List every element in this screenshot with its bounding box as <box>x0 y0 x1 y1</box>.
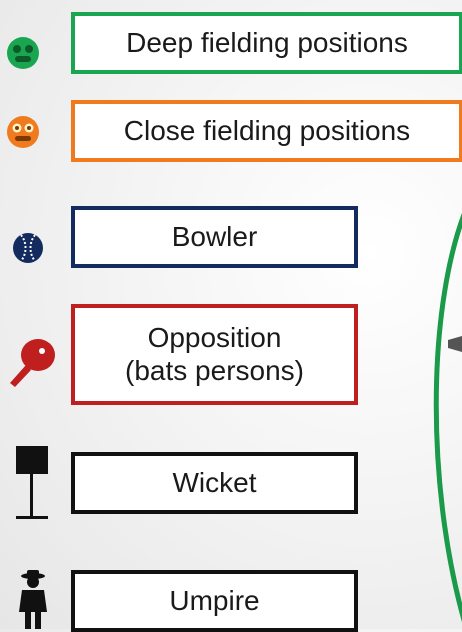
opposition-text-line2: (bats persons) <box>125 354 304 386</box>
baseball-icon <box>12 232 44 264</box>
wicket-icon <box>12 446 52 522</box>
close-fielding-label: Close fielding positions <box>71 100 462 162</box>
deep-fielding-label: Deep fielding positions <box>71 12 462 74</box>
umpire-text: Umpire <box>169 584 260 616</box>
opposition-label: Opposition (bats persons) <box>71 304 358 405</box>
wicket-text: Wicket <box>172 466 257 498</box>
wicket-label: Wicket <box>71 452 358 514</box>
bowler-text: Bowler <box>171 220 258 252</box>
umpire-icon <box>16 570 50 629</box>
opposition-text-line1: Opposition <box>147 322 282 354</box>
umpire-label: Umpire <box>71 570 358 632</box>
green-face-icon <box>6 36 40 70</box>
bowler-label: Bowler <box>71 206 358 268</box>
deep-fielding-text: Deep fielding positions <box>126 26 408 58</box>
paddle-icon <box>4 335 58 389</box>
orange-face-icon <box>6 115 40 149</box>
close-fielding-text: Close fielding positions <box>123 114 411 146</box>
